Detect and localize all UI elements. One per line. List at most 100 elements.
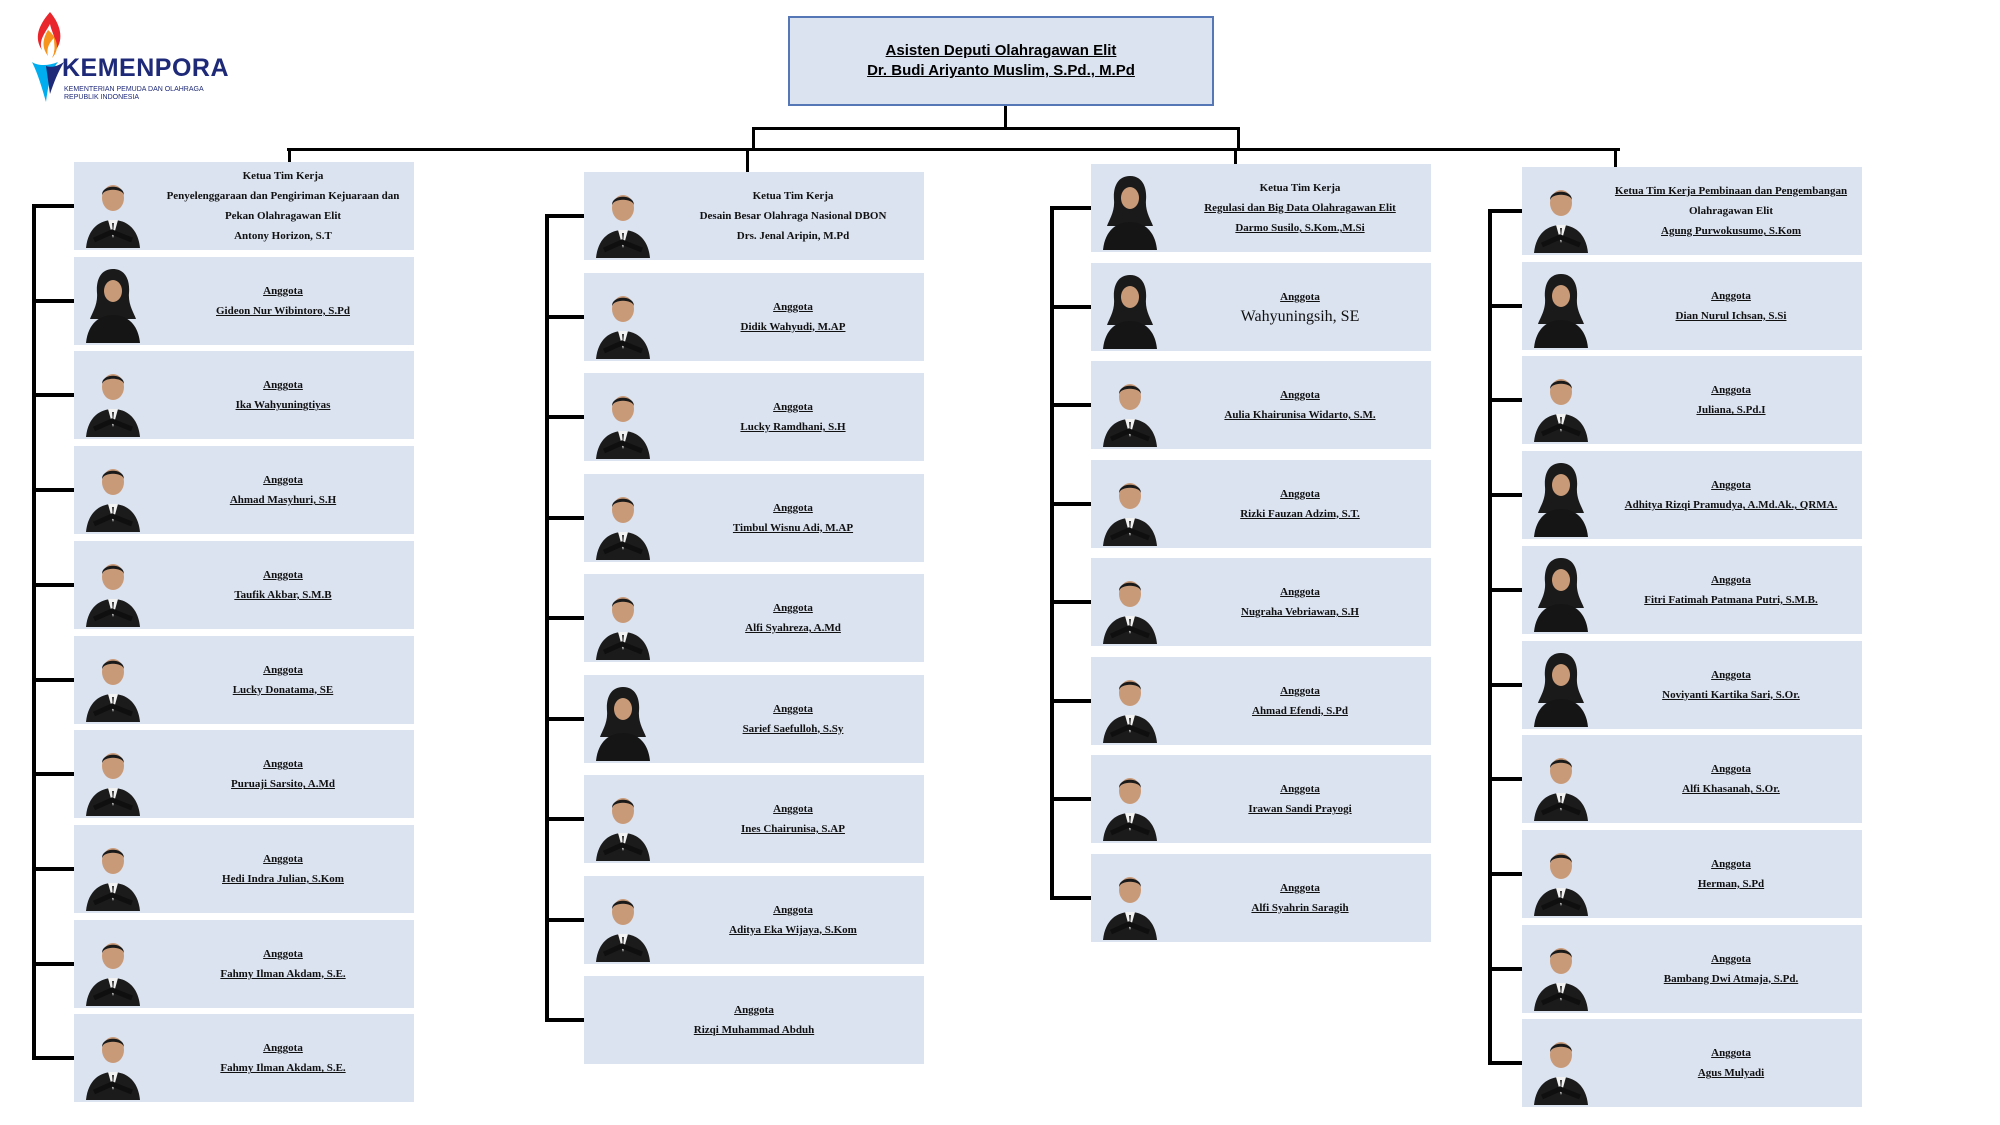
member-role: Anggota (263, 947, 303, 960)
member-name: Timbul Wisnu Adi, M.AP (732, 521, 854, 534)
member-name: Ika Wahyuningtiyas (235, 399, 331, 412)
branch-connector (1050, 600, 1091, 604)
photo (592, 781, 654, 861)
photo (1099, 367, 1161, 447)
person-photo-icon (1103, 176, 1157, 250)
branch-connector (1488, 303, 1522, 308)
kemenpora-logo: KEMENPORA KEMENTERIAN PEMUDA DAN OLAHRAG… (28, 10, 229, 105)
person-photo-icon (86, 185, 140, 248)
member-role: Anggota (1711, 857, 1751, 870)
person-photo-icon (1534, 1042, 1588, 1106)
person-photo-icon (1103, 384, 1157, 447)
branch-connector (32, 582, 74, 587)
person-photo-icon (86, 374, 140, 438)
member-role: Anggota (1280, 684, 1320, 697)
person-photo-icon (1103, 274, 1157, 349)
head-bar-connector (752, 127, 1240, 130)
member-name: Agus Mulyadi (1697, 1067, 1765, 1080)
photo (82, 831, 144, 911)
member-name: Noviyanti Kartika Sari, S.Or. (1662, 688, 1800, 701)
photo (82, 263, 144, 343)
photo (1530, 457, 1592, 538)
member-role: Anggota (1711, 479, 1751, 492)
head-title: Asisten Deputi Olahragawan Elit (885, 42, 1117, 59)
leader-name: Darmo Susilo, S.Kom.,M.Si (1235, 222, 1365, 234)
photo (1530, 931, 1592, 1011)
head-right-drop-connector (1237, 127, 1240, 149)
team-drop-connector (1614, 148, 1617, 167)
member-role: Anggota (1711, 289, 1751, 302)
branch-connector (32, 298, 74, 303)
head-down-connector (1004, 106, 1007, 128)
head-box: Asisten Deputi Olahragawan Elit Dr. Budi… (788, 16, 1214, 106)
person-photo-icon (596, 295, 650, 359)
member-role: Anggota (1711, 573, 1751, 586)
person-photo-icon (596, 898, 650, 962)
member-name: Lucky Donatama, SE (232, 683, 334, 696)
branch-connector (32, 488, 74, 493)
team-name-line: Penyelenggaraan dan Pengiriman Kejuaraan… (166, 190, 400, 202)
member-name: Sarief Saefulloh, S.Sy (742, 722, 844, 735)
photo (1099, 761, 1161, 841)
member-role: Anggota (734, 1004, 774, 1016)
member-role: Anggota (1711, 668, 1751, 681)
person-photo-icon (1103, 581, 1157, 644)
person-photo-icon (596, 597, 650, 660)
branch-connector (545, 415, 584, 419)
person-photo-icon (596, 496, 650, 560)
member-role: Anggota (263, 758, 303, 771)
person-photo-icon (86, 563, 140, 627)
photo (1530, 173, 1592, 253)
branch-connector (32, 393, 74, 398)
team-name-line: Desain Besar Olahraga Nasional DBON (699, 210, 887, 222)
photo (592, 178, 654, 258)
person-photo-icon (86, 658, 140, 722)
team-name-line: Olahragawan Elit (1688, 205, 1774, 217)
member-name: Dian Nurul Ichsan, S.Si (1675, 309, 1787, 322)
member-role: Anggota (1280, 783, 1320, 795)
member-name: Fahmy Ilman Akdam, S.E. (220, 1062, 346, 1075)
team-spine-connector (32, 204, 36, 1061)
member-name: Wahyuningsih, SE (1240, 307, 1360, 325)
member-role: Anggota (1711, 952, 1751, 965)
photo (592, 480, 654, 560)
team-name-line: Pekan Olahragawan Elit (224, 210, 342, 222)
branch-connector (545, 817, 584, 821)
photo (1099, 860, 1161, 940)
branch-connector (1488, 777, 1522, 782)
branch-connector (32, 677, 74, 682)
branch-connector (1488, 398, 1522, 403)
main-bar-connector (287, 148, 1620, 151)
photo (592, 279, 654, 359)
leader-role: Ketua Tim Kerja (242, 170, 324, 182)
member-role: Anggota (263, 474, 303, 487)
torch-icon (32, 12, 64, 102)
person-photo-icon (86, 1037, 140, 1101)
